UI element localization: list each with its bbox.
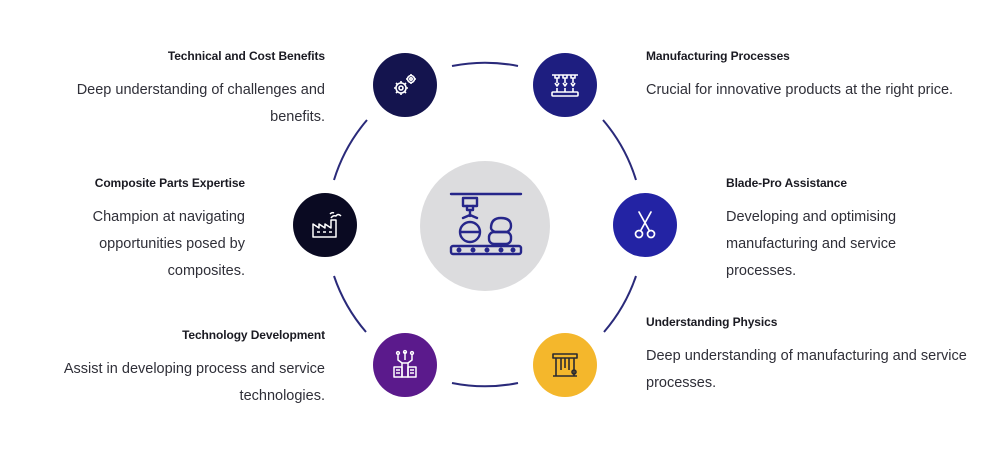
block-composite-parts-expertise: Composite Parts Expertise Champion at na… (30, 176, 245, 285)
assembly-line-icon (551, 74, 579, 97)
scissors-icon (634, 211, 656, 239)
node-technical-cost-benefits (373, 53, 437, 117)
gears-icon (394, 74, 416, 95)
item-description: Developing and optimising manufacturing … (726, 209, 897, 279)
factory-icon (312, 211, 342, 238)
block-blade-pro-assistance: Blade-Pro Assistance Developing and opti… (726, 176, 966, 285)
item-title: Blade-Pro Assistance (726, 176, 847, 190)
block-manufacturing-processes: Manufacturing Processes Crucial for inno… (646, 49, 966, 104)
circuit-building-icon (393, 349, 417, 378)
item-title: Technical and Cost Benefits (167, 49, 325, 63)
item-description: Assist in developing process and service… (63, 361, 325, 404)
manufacturing-line-icon (449, 192, 523, 256)
item-title: Understanding Physics (646, 315, 778, 329)
node-technology-development (373, 333, 437, 397)
press-machine-icon (552, 353, 578, 377)
arc-top-right (602, 119, 637, 181)
item-description: Deep understanding of manufacturing and … (646, 348, 967, 391)
node-understanding-physics (533, 333, 597, 397)
item-title: Manufacturing Processes (646, 49, 790, 63)
arc-bottom (451, 382, 519, 388)
arc-bottom-right (603, 275, 637, 333)
item-description: Deep understanding of challenges and ben… (76, 82, 325, 125)
item-title: Technology Development (182, 328, 325, 342)
block-understanding-physics: Understanding Physics Deep understanding… (646, 315, 976, 397)
center-hub (420, 161, 550, 291)
item-description: Crucial for innovative products at the r… (646, 82, 954, 98)
node-manufacturing-processes (533, 53, 597, 117)
item-description: Champion at navigating opportunities pos… (92, 209, 245, 279)
node-blade-pro-assistance (613, 193, 677, 257)
arc-bottom-left (333, 275, 367, 333)
block-technical-cost-benefits: Technical and Cost Benefits Deep underst… (30, 49, 325, 131)
item-title: Composite Parts Expertise (94, 176, 245, 190)
block-technology-development: Technology Development Assist in develop… (30, 328, 325, 410)
node-composite-parts-expertise (293, 193, 357, 257)
arc-top-left (333, 119, 368, 181)
arc-top (451, 61, 519, 67)
